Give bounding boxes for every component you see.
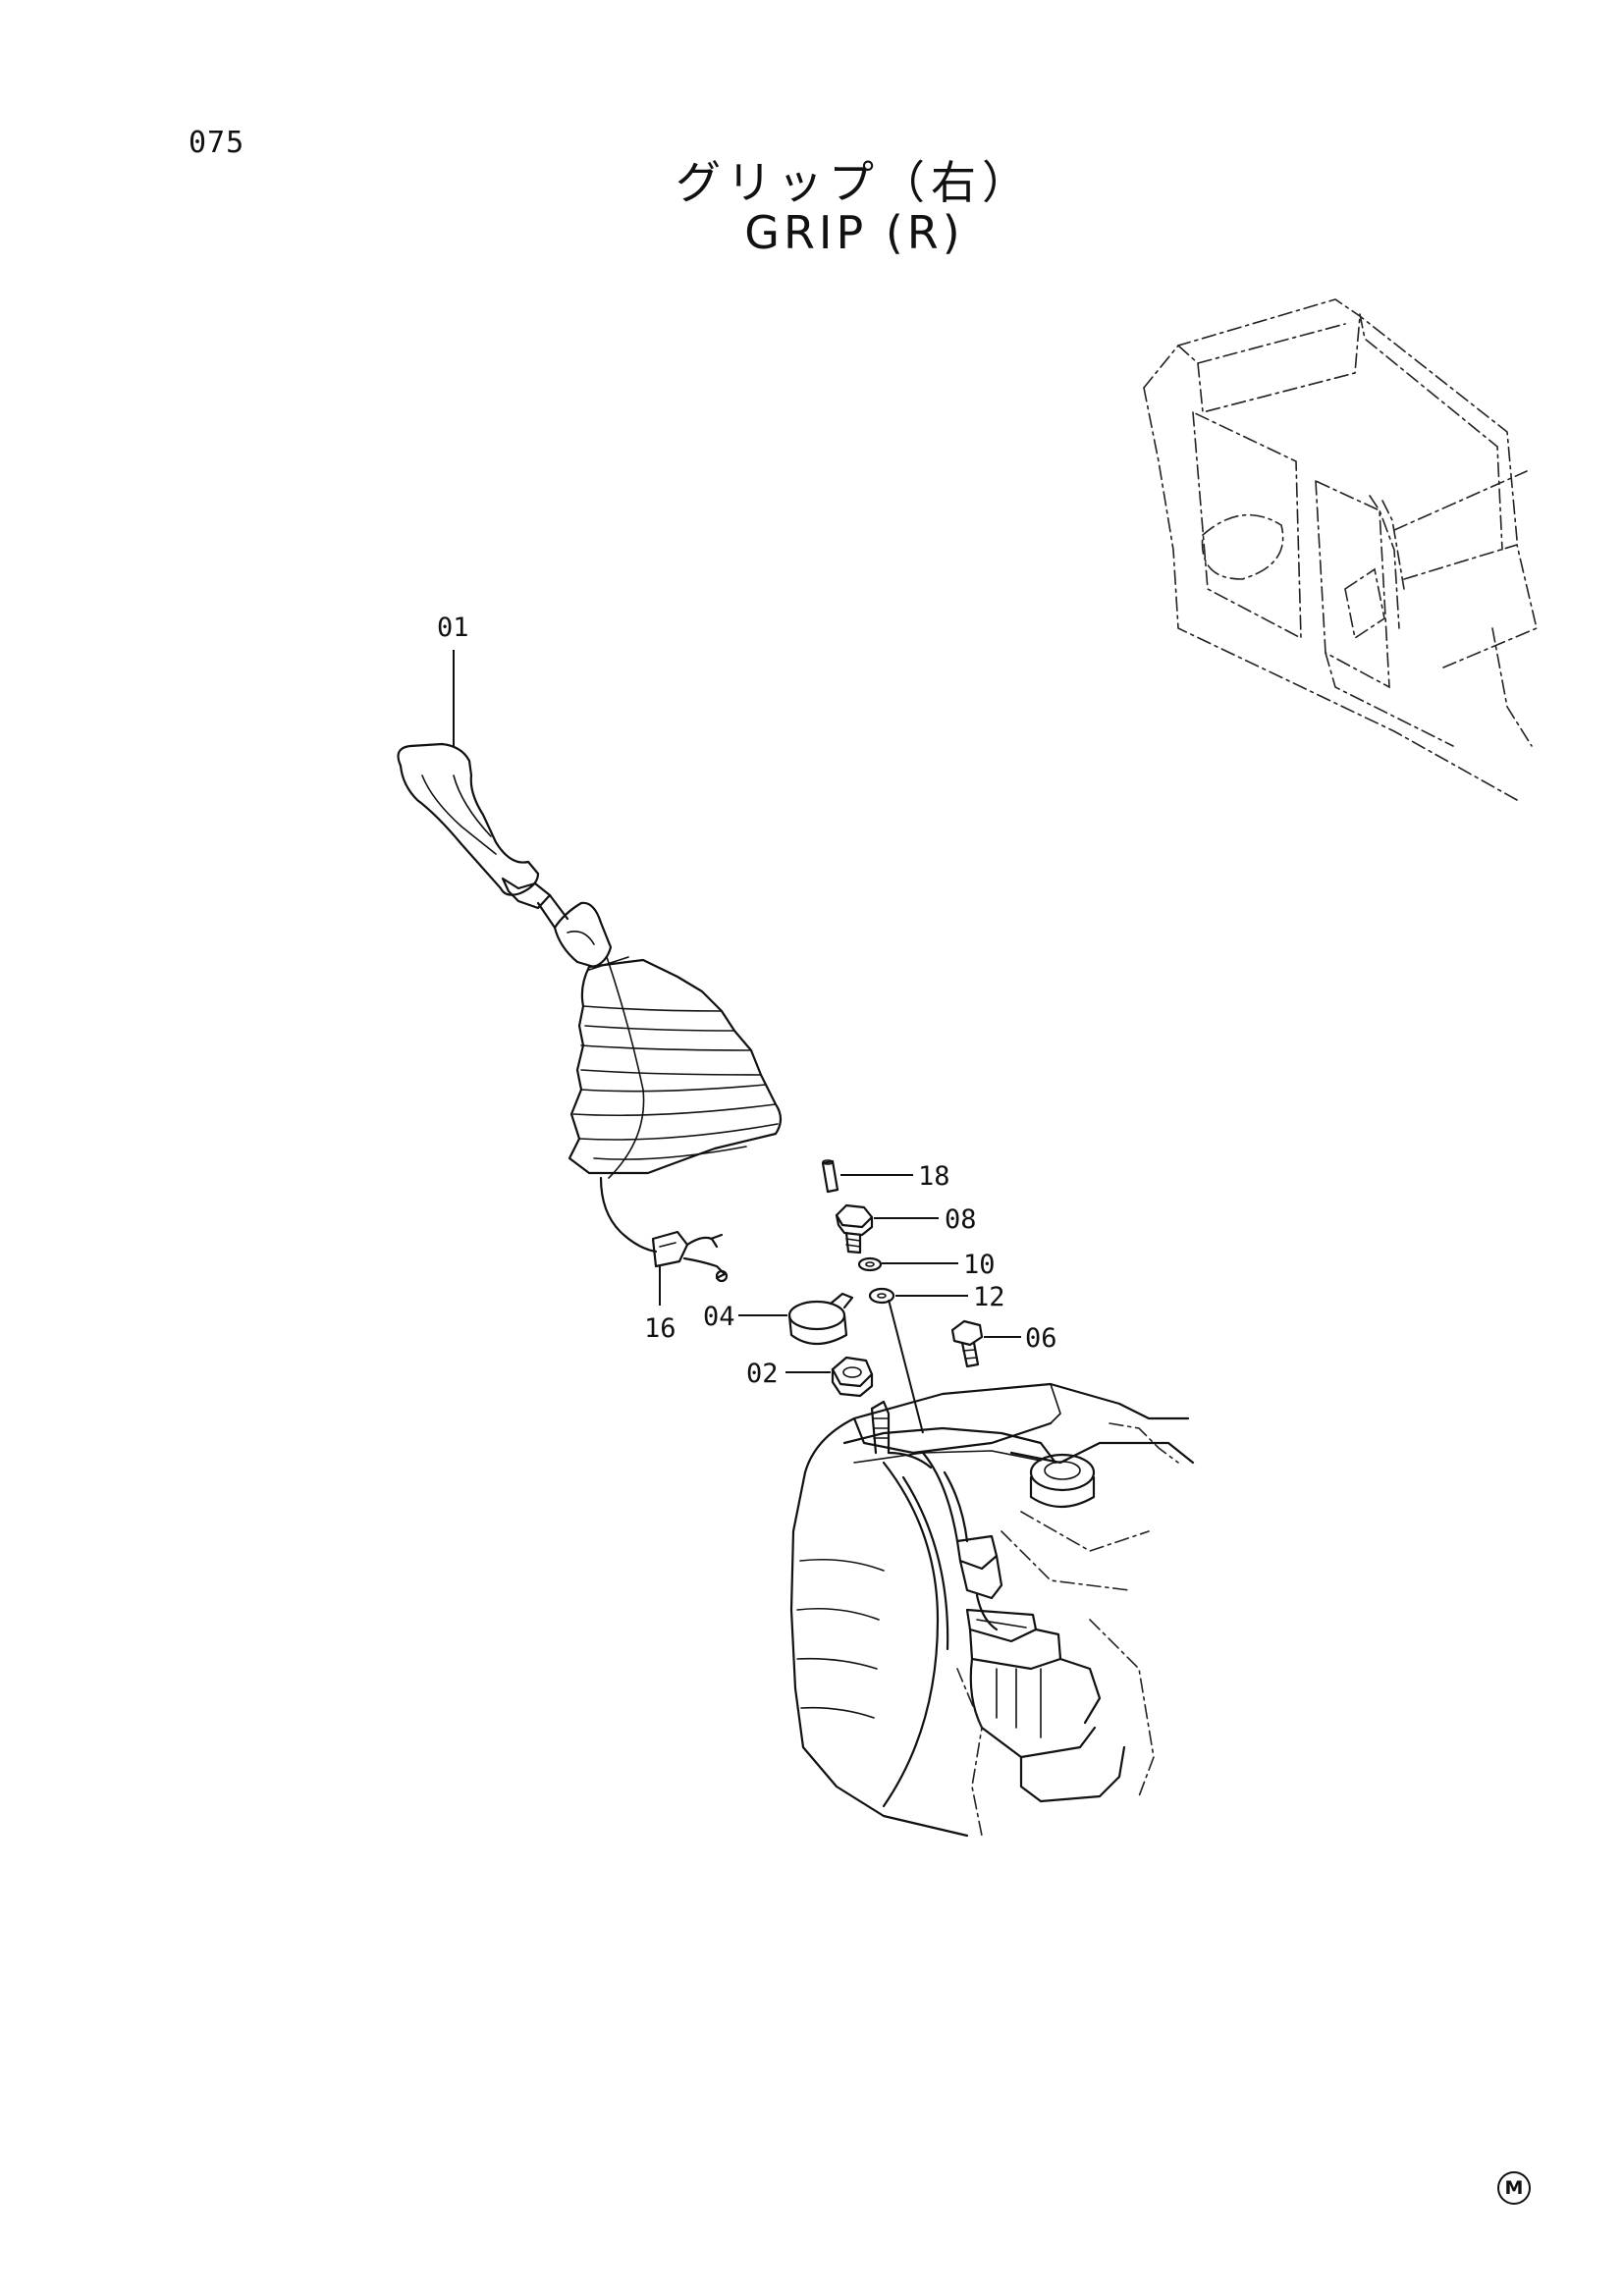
bolt-06 [950,1319,984,1368]
connector-16 [651,1230,729,1283]
hose-clamp-04 [787,1292,854,1346]
callout-04: 04 [703,1302,735,1332]
callout-08: 08 [945,1204,977,1235]
washer-12 [868,1287,895,1305]
callout-06: 06 [1025,1323,1057,1354]
callout-02: 02 [746,1359,779,1389]
nut-02 [831,1356,874,1398]
callout-12: 12 [973,1282,1005,1312]
callout-16: 16 [644,1313,676,1344]
callout-10: 10 [963,1250,996,1280]
callout-01: 01 [437,613,469,643]
page-number: 075 [189,126,245,160]
pin-18 [821,1159,839,1194]
pilot-valve-base [789,1382,1195,1838]
leader-lines [453,650,1021,1434]
callout-18: 18 [918,1161,950,1192]
bolt-08 [835,1203,874,1255]
washer-10 [857,1256,883,1272]
cab-location-inset [1143,298,1538,801]
corner-mark-badge: M [1497,2171,1531,2205]
title-english: GRIP (R) [744,206,964,259]
grip-lever-01 [397,742,783,1254]
callout-labels: 01 16 04 02 18 08 10 12 06 [437,613,1057,1389]
title-japanese: グリップ（右） [676,156,1033,209]
